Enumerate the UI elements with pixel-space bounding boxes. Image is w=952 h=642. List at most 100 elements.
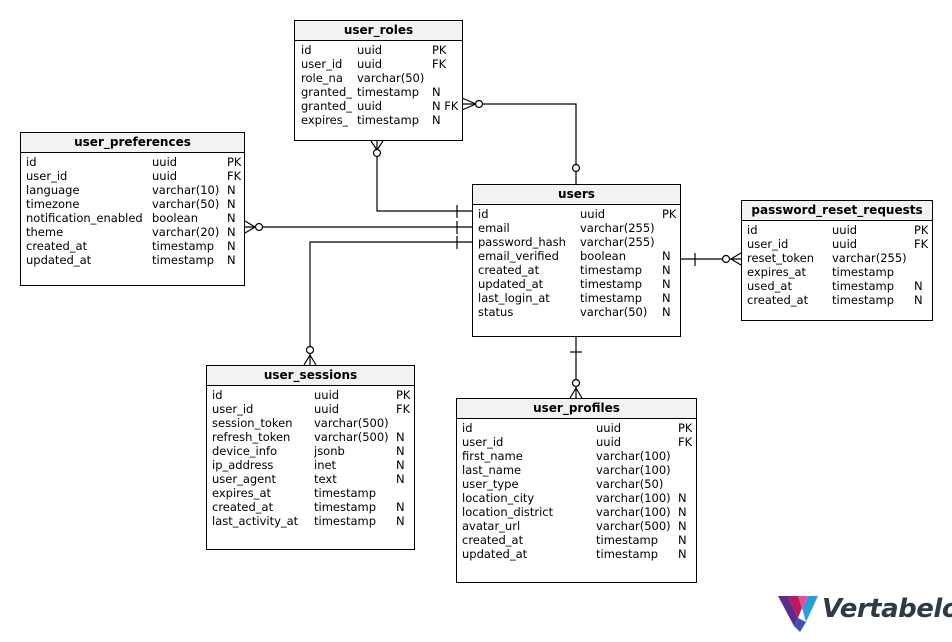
column-type: uuid — [580, 207, 606, 221]
column-name: notification_enabled — [26, 211, 143, 225]
column-type: varchar(500) — [314, 430, 389, 444]
column-row[interactable]: role_na varchar(50) — [295, 71, 462, 85]
column-flags: N — [678, 547, 687, 561]
crowfoot — [244, 226, 256, 234]
column-type: timestamp — [832, 265, 895, 279]
table-title[interactable]: user_profiles — [457, 399, 696, 419]
column-flags: N — [396, 514, 405, 528]
column-flags: N — [678, 519, 687, 533]
table-title[interactable]: users — [473, 185, 680, 205]
column-type: varchar(500) — [314, 416, 389, 430]
column-name: role_na — [301, 71, 343, 85]
column-name: last_name — [462, 463, 522, 477]
column-type: timestamp — [832, 293, 895, 307]
column-name: used_at — [747, 279, 792, 293]
column-row[interactable]: refresh_token varchar(500) N — [207, 430, 414, 444]
crowfoot — [370, 140, 378, 151]
table-title[interactable]: user_preferences — [21, 133, 244, 153]
column-name: updated_at — [26, 253, 92, 267]
column-type: uuid — [596, 421, 622, 435]
column-type: varchar(10) — [152, 183, 220, 197]
column-type: varchar(50) — [152, 197, 220, 211]
column-type: timestamp — [832, 279, 895, 293]
column-type: varchar(50) — [357, 71, 425, 85]
column-flags: N — [914, 279, 923, 293]
column-type: boolean — [152, 211, 198, 225]
column-name: refresh_token — [212, 430, 291, 444]
column-type: timestamp — [314, 500, 377, 514]
table-title[interactable]: user_sessions — [207, 366, 414, 386]
column-type: text — [314, 472, 337, 486]
table-title[interactable]: user_roles — [295, 21, 462, 41]
column-row[interactable]: used_at timestamp N — [742, 279, 932, 293]
column-flags: N — [227, 239, 236, 253]
column-type: timestamp — [357, 113, 420, 127]
column-type: timestamp — [580, 277, 643, 291]
column-name: granted_ — [301, 85, 352, 99]
column-flags: N — [396, 430, 405, 444]
column-name: granted_ — [301, 99, 352, 113]
column-flags: PK — [662, 207, 677, 221]
crowfoot — [461, 97, 477, 105]
column-name: id — [26, 155, 37, 169]
table-title[interactable]: password_reset_requests — [742, 201, 932, 221]
rel-users-user-sessions — [309, 241, 472, 365]
optional-circle — [254, 222, 264, 232]
column-type: varchar(50) — [596, 477, 664, 491]
column-name: user_id — [212, 402, 254, 416]
column-name: created_at — [747, 293, 809, 307]
